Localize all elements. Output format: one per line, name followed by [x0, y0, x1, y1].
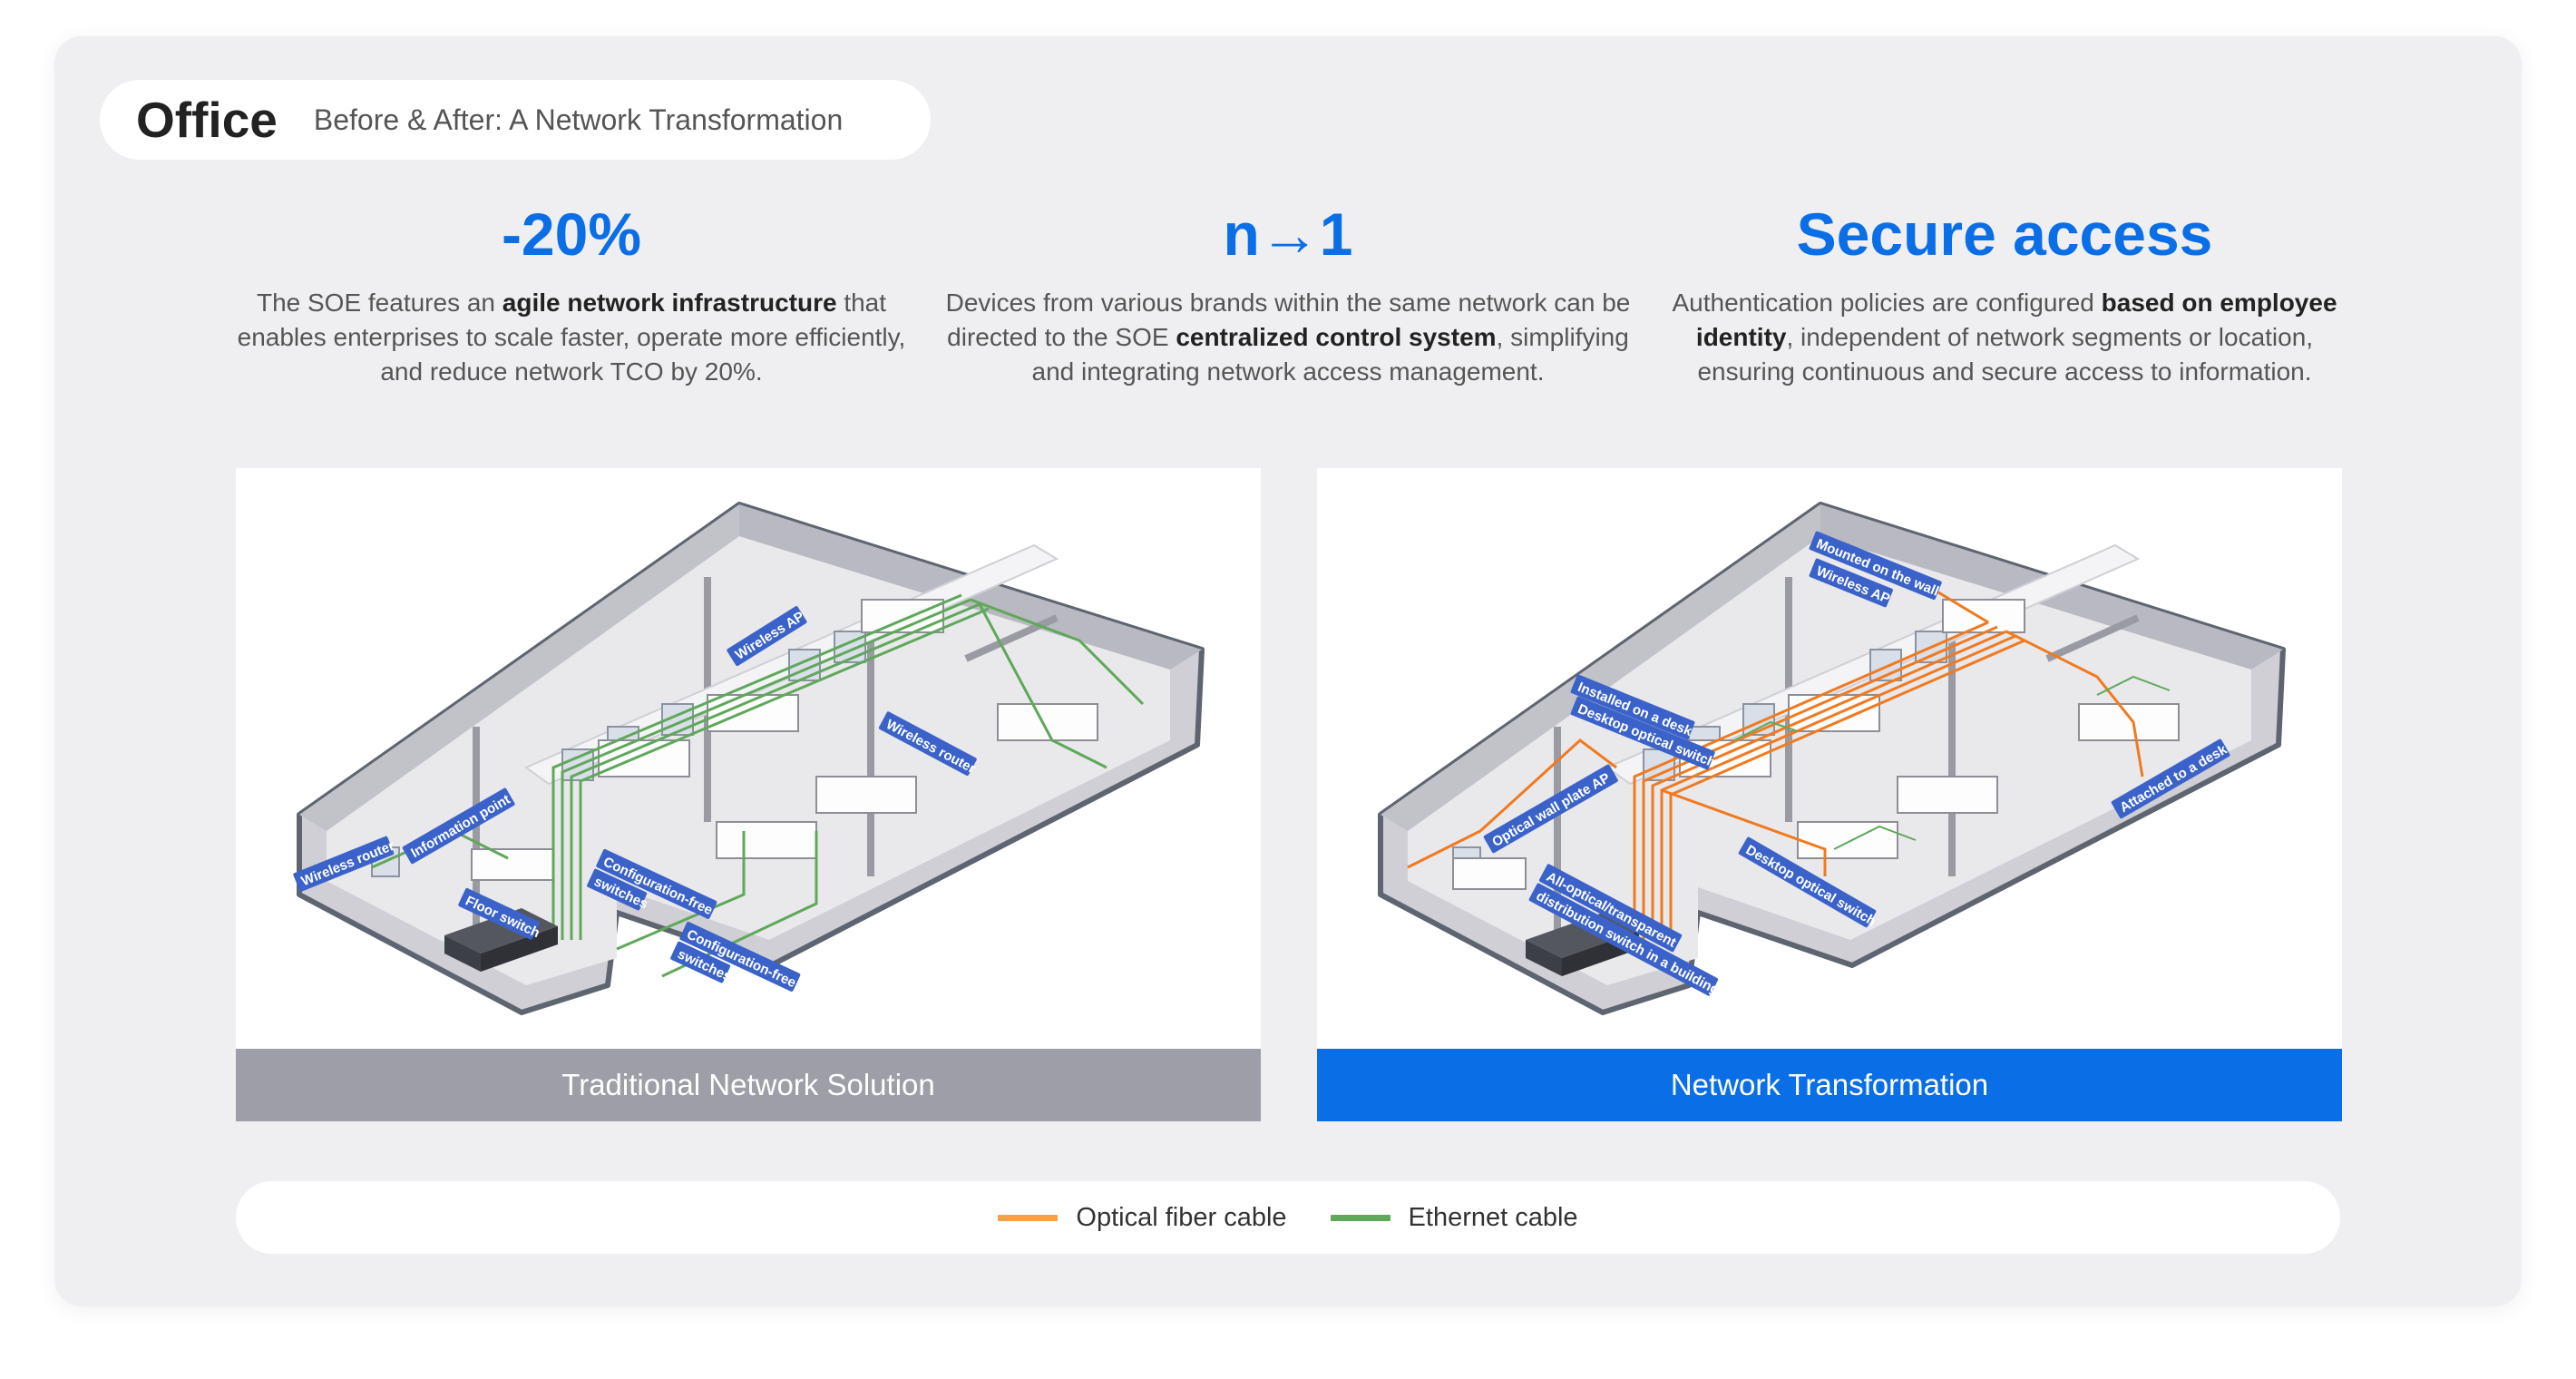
caption-transformation: Network Transformation: [1317, 1049, 2342, 1121]
ethernet-cabling: [1733, 675, 2171, 850]
ethernet-swatch: [1330, 1214, 1390, 1221]
stat-value: -20%: [501, 200, 642, 268]
stat-description: Devices from various brands within the s…: [945, 288, 1631, 386]
legend-label: Ethernet cable: [1408, 1202, 1578, 1232]
transformation-floorplan-diagram: Mounted on the wall Wireless AP Installe…: [1378, 502, 2286, 1015]
traditional-network-panel: Wireless router Information point Wirele…: [236, 468, 1261, 1121]
legend-label: Optical fiber cable: [1076, 1202, 1287, 1232]
page-title: Office: [136, 92, 278, 148]
stat-description: The SOE features an agile network infras…: [237, 288, 906, 386]
stat-value: n→1: [1223, 200, 1353, 268]
legend-item-fiber: Optical fiber cable: [998, 1202, 1287, 1233]
stat-secure-access: Secure access Authentication policies ar…: [1660, 201, 2349, 389]
fiber-cabling: [1407, 566, 2144, 940]
fiber-swatch: [998, 1214, 1059, 1221]
network-transformation-panel: Mounted on the wall Wireless AP Installe…: [1317, 468, 2342, 1121]
stat-tco: -20% The SOE features an agile network i…: [227, 201, 916, 389]
traditional-floorplan-diagram: Wireless router Information point Wirele…: [293, 502, 1205, 1015]
page-subtitle: Before & After: A Network Transformation: [313, 103, 844, 136]
office-floor-building: [1378, 502, 2286, 1015]
stat-description: Authentication policies are configured b…: [1672, 288, 2337, 386]
legend: Optical fiber cable Ethernet cable: [236, 1181, 2340, 1254]
office-floor-building: [297, 502, 1205, 1015]
title-pill: Office Before & After: A Network Transfo…: [100, 80, 931, 160]
stat-centralized: n→1 Devices from various brands within t…: [943, 201, 1633, 389]
legend-item-ethernet: Ethernet cable: [1330, 1202, 1578, 1233]
office-desks: [1452, 599, 2180, 890]
caption-traditional: Traditional Network Solution: [236, 1049, 1261, 1121]
stat-value: Secure access: [1796, 200, 2213, 268]
